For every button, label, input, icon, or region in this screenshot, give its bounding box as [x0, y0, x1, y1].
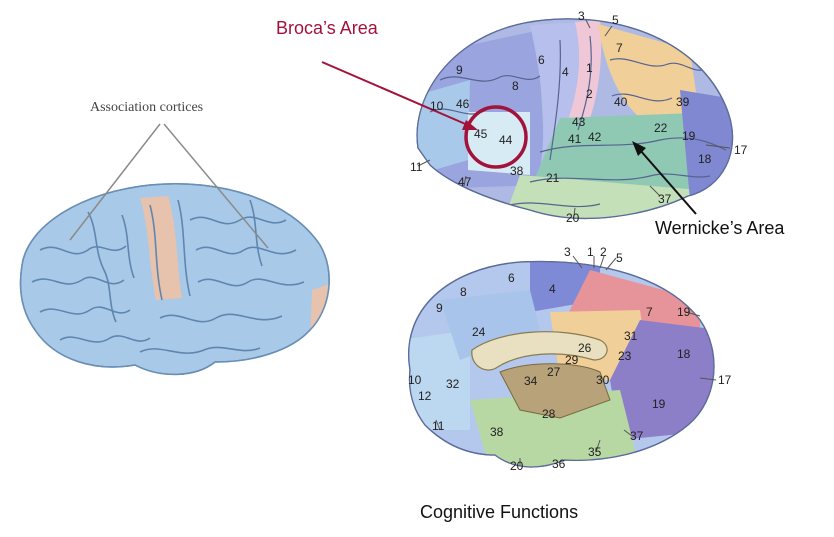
medial-area: 11 — [432, 419, 445, 433]
medial-area: 4 — [549, 282, 556, 296]
medial-area: 23 — [618, 349, 632, 363]
medial-area: 1 — [587, 245, 594, 259]
association-cortices-label: Association cortices — [90, 101, 203, 115]
lateral-area: 9 — [456, 63, 463, 77]
medial-area: 3 — [564, 245, 571, 259]
lateral-area: 17 — [734, 143, 748, 157]
medial-area: 30 — [596, 373, 610, 387]
medial-area: 32 — [446, 377, 460, 391]
lateral-area: 3 — [578, 9, 585, 23]
medial-brain: 3 1 2 5 6 4 8 9 19 7 24 31 26 29 23 18 1… — [400, 245, 732, 473]
medial-area: 2 — [600, 245, 607, 259]
cognitive-functions-caption: Cognitive Functions — [420, 503, 578, 521]
lateral-area: 7 — [616, 41, 623, 55]
lateral-area: 19 — [682, 129, 696, 143]
medial-area: 20 — [510, 459, 524, 473]
medial-area: 9 — [436, 301, 443, 315]
medial-area: 34 — [524, 374, 538, 388]
lateral-area: 5 — [612, 13, 619, 27]
lateral-area: 44 — [499, 133, 513, 147]
medial-area: 36 — [552, 457, 566, 471]
medial-area: 18 — [677, 347, 691, 361]
lateral-area: 6 — [538, 53, 545, 67]
lateral-area: 22 — [654, 121, 668, 135]
lateral-area: 40 — [614, 95, 628, 109]
lateral-area: 41 — [568, 132, 582, 146]
broca-area-label: Broca’s Area — [276, 19, 378, 37]
medial-area: 29 — [565, 353, 579, 367]
lateral-area: 43 — [572, 115, 586, 129]
medial-area: 8 — [460, 285, 467, 299]
medial-area: 19 — [652, 397, 666, 411]
wernicke-area-label: Wernicke’s Area — [655, 219, 784, 237]
medial-area: 26 — [578, 341, 592, 355]
lateral-area: 37 — [658, 192, 672, 206]
lateral-area: 8 — [512, 79, 519, 93]
lateral-area: 18 — [698, 152, 712, 166]
medial-area: 38 — [490, 425, 504, 439]
lateral-area: 45 — [474, 127, 488, 141]
lateral-area: 42 — [588, 130, 602, 144]
lateral-brain: 3 5 7 1 6 4 9 8 2 40 10 46 39 43 22 45 4… — [322, 9, 748, 230]
lateral-area: 20 — [566, 211, 580, 225]
medial-area: 5 — [616, 251, 623, 265]
medial-area: 7 — [646, 305, 653, 319]
medial-area: 28 — [542, 407, 556, 421]
lateral-area: 47 — [458, 175, 472, 189]
lateral-area: 11 — [410, 160, 423, 174]
lateral-area: 46 — [456, 97, 470, 111]
association-brain — [21, 124, 340, 374]
medial-area: 6 — [508, 271, 515, 285]
medial-area: 37 — [630, 429, 644, 443]
lateral-area: 2 — [586, 87, 593, 101]
lateral-area: 4 — [562, 65, 569, 79]
medial-area: 27 — [547, 365, 561, 379]
lateral-area: 21 — [546, 171, 560, 185]
lateral-area: 38 — [510, 164, 524, 178]
medial-area: 12 — [418, 389, 432, 403]
medial-area: 31 — [624, 329, 638, 343]
lateral-area: 10 — [430, 99, 444, 113]
medial-area: 17 — [718, 373, 732, 387]
medial-area: 24 — [472, 325, 486, 339]
medial-area: 19 — [677, 305, 691, 319]
lateral-area: 39 — [676, 95, 690, 109]
medial-area: 10 — [408, 373, 422, 387]
lateral-area: 1 — [586, 61, 593, 75]
medial-area: 35 — [588, 445, 602, 459]
